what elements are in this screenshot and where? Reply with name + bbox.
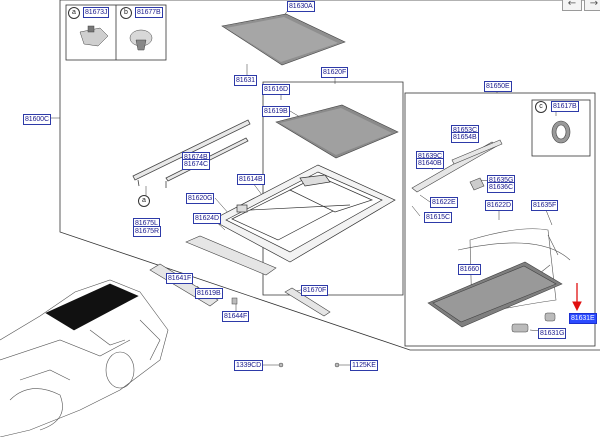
- next-arrow-button[interactable]: →: [584, 0, 600, 11]
- part-label-81650e[interactable]: 81650E: [484, 81, 512, 92]
- part-label-81675r[interactable]: 81675R: [133, 226, 161, 237]
- part-label-81631e-highlighted[interactable]: 81631E: [569, 313, 597, 324]
- part-label-81636c[interactable]: 81636C: [487, 182, 515, 193]
- part-label-81677b[interactable]: 81677B: [135, 7, 163, 18]
- part-label-81641f[interactable]: 81641F: [166, 273, 194, 284]
- part-label-81615c[interactable]: 81615C: [424, 212, 452, 223]
- part-label-81670f[interactable]: 81670F: [301, 285, 329, 296]
- part-label-81619b-lower[interactable]: 81619B: [195, 288, 223, 299]
- callout-a: a: [68, 7, 80, 19]
- part-label-81624d[interactable]: 81624D: [193, 213, 221, 224]
- part-label-81619b[interactable]: 81619B: [262, 106, 290, 117]
- small-fasteners: [231, 297, 340, 368]
- clip-part-a: [79, 25, 109, 47]
- part-label-1125ke[interactable]: 1125KE: [350, 360, 378, 371]
- part-label-81622e[interactable]: 81622E: [430, 197, 458, 208]
- part-label-81622d[interactable]: 81622D: [485, 200, 513, 211]
- part-label-81617b[interactable]: 81617B: [551, 101, 579, 112]
- main-assembly-frame: [59, 0, 600, 351]
- part-label-81616d[interactable]: 81616D: [262, 84, 290, 95]
- part-label-81635f[interactable]: 81635F: [531, 200, 559, 211]
- shade-motor: [511, 312, 556, 333]
- sunroof-frame: [211, 164, 396, 263]
- part-label-81631[interactable]: 81631: [234, 75, 257, 86]
- part-label-81600c[interactable]: 81600C: [23, 114, 51, 125]
- rear-glass-panel: [275, 104, 399, 159]
- part-label-81644f[interactable]: 81644F: [222, 311, 250, 322]
- front-glass-panel: [221, 13, 346, 66]
- callout-b: b: [120, 7, 132, 19]
- roller-blind: [427, 261, 563, 328]
- part-label-81630a[interactable]: 81630A: [287, 1, 315, 12]
- clip-part-b: [129, 29, 153, 51]
- highlight-arrow: [572, 283, 582, 312]
- part-label-81631g[interactable]: 81631G: [538, 328, 567, 339]
- part-label-81674c[interactable]: 81674C: [182, 159, 210, 170]
- vehicle-sketch: [0, 279, 169, 437]
- part-label-81620g[interactable]: 81620G: [186, 193, 215, 204]
- prev-arrow-button[interactable]: ←: [562, 0, 582, 11]
- part-label-81660[interactable]: 81660: [458, 264, 481, 275]
- grommet-part-c: [551, 120, 571, 144]
- guide-rails: [411, 139, 503, 193]
- part-label-81614b[interactable]: 81614B: [237, 174, 265, 185]
- callout-c: c: [535, 101, 547, 113]
- part-label-81673j[interactable]: 81673J: [83, 7, 110, 18]
- part-label-81620f[interactable]: 81620F: [321, 67, 349, 78]
- callout-a-ref: a: [138, 195, 150, 207]
- part-label-1339cd[interactable]: 1339CD: [234, 360, 264, 371]
- part-label-81640b[interactable]: 81640B: [416, 158, 444, 169]
- part-label-81654b[interactable]: 81654B: [451, 132, 479, 143]
